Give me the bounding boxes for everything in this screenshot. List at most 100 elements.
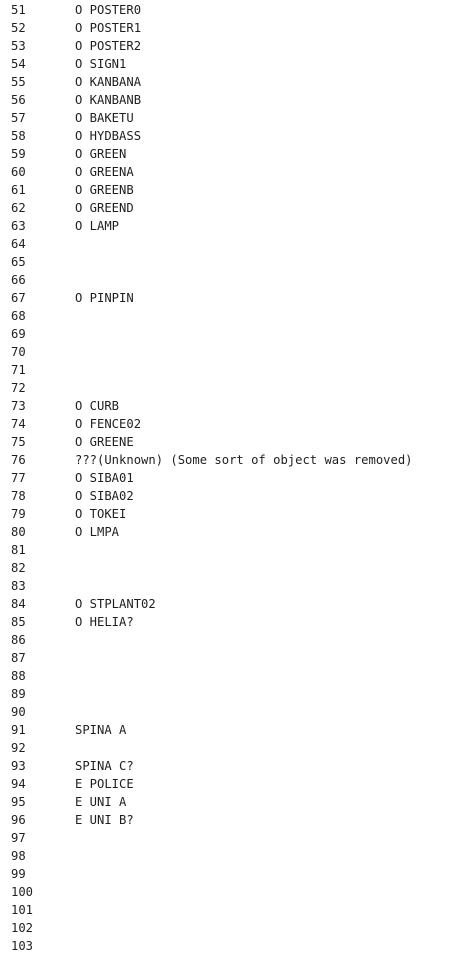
line-number: 81	[11, 543, 26, 557]
line-entry: E UNI A	[75, 795, 127, 809]
line-number: 91	[11, 723, 26, 737]
line-entry: E POLICE	[75, 777, 134, 791]
line-number: 54	[11, 57, 26, 71]
line-entry: O LMPA	[75, 525, 120, 539]
list-row: 64	[0, 235, 452, 253]
line-entry: O LAMP	[75, 219, 120, 233]
line-number: 89	[11, 687, 26, 701]
list-row: 54 O SIGN1	[0, 55, 452, 73]
line-number: 84	[11, 597, 26, 611]
line-number: 86	[11, 633, 26, 647]
line-number: 71	[11, 363, 26, 377]
list-row: 99	[0, 865, 452, 883]
line-number: 53	[11, 39, 26, 53]
list-row: 53 O POSTER2	[0, 37, 452, 55]
line-entry: O STPLANT02	[75, 597, 156, 611]
line-entry: O SIGN1	[75, 57, 127, 71]
list-row: 98	[0, 847, 452, 865]
list-row: 69	[0, 325, 452, 343]
line-number: 77	[11, 471, 26, 485]
list-row: 57 O BAKETU	[0, 109, 452, 127]
line-entry: O KANBANB	[75, 93, 142, 107]
list-row: 82	[0, 559, 452, 577]
line-entry: O GREEN	[75, 147, 127, 161]
list-row: 90	[0, 703, 452, 721]
line-number: 98	[11, 849, 26, 863]
line-number: 65	[11, 255, 26, 269]
line-number: 70	[11, 345, 26, 359]
line-number: 101	[11, 903, 34, 917]
line-number: 51	[11, 3, 26, 17]
line-entry: O POSTER0	[75, 3, 142, 17]
line-number: 61	[11, 183, 26, 197]
line-number: 57	[11, 111, 26, 125]
line-number: 88	[11, 669, 26, 683]
line-number: 95	[11, 795, 26, 809]
line-entry: O SIBA01	[75, 471, 134, 485]
list-row: 66	[0, 271, 452, 289]
list-row: 88	[0, 667, 452, 685]
list-row: 84 O STPLANT02	[0, 595, 452, 613]
line-number: 90	[11, 705, 26, 719]
line-number: 92	[11, 741, 26, 755]
line-number: 58	[11, 129, 26, 143]
line-number: 87	[11, 651, 26, 665]
list-row: 86	[0, 631, 452, 649]
list-row: 73 O CURB	[0, 397, 452, 415]
list-row: 76???(Unknown) (Some sort of object was …	[0, 451, 452, 469]
line-number: 96	[11, 813, 26, 827]
list-row: 71	[0, 361, 452, 379]
list-row: 59 O GREEN	[0, 145, 452, 163]
line-number: 83	[11, 579, 26, 593]
list-row: 91 SPINA A	[0, 721, 452, 739]
line-number: 55	[11, 75, 26, 89]
list-row: 80 O LMPA	[0, 523, 452, 541]
list-row: 101	[0, 901, 452, 919]
list-row: 102	[0, 919, 452, 937]
line-number: 85	[11, 615, 26, 629]
line-entry: O CURB	[75, 399, 120, 413]
line-number: 103	[11, 939, 34, 953]
list-row: 81	[0, 541, 452, 559]
line-number: 80	[11, 525, 26, 539]
list-row: 72	[0, 379, 452, 397]
list-row: 100	[0, 883, 452, 901]
line-number: 59	[11, 147, 26, 161]
line-number: 73	[11, 399, 26, 413]
line-entry: O POSTER2	[75, 39, 142, 53]
line-entry: O HYDBASS	[75, 129, 142, 143]
list-row: 94 E POLICE	[0, 775, 452, 793]
line-number: 56	[11, 93, 26, 107]
list-row: 77 O SIBA01	[0, 469, 452, 487]
line-number: 94	[11, 777, 26, 791]
list-row: 58 O HYDBASS	[0, 127, 452, 145]
line-number: 99	[11, 867, 26, 881]
list-row: 103	[0, 937, 452, 955]
line-number: 93	[11, 759, 26, 773]
line-entry: O BAKETU	[75, 111, 134, 125]
line-number: 82	[11, 561, 26, 575]
line-entry: O PINPIN	[75, 291, 134, 305]
line-entry: SPINA A	[75, 723, 127, 737]
line-number: 97	[11, 831, 26, 845]
list-row: 56 O KANBANB	[0, 91, 452, 109]
list-row: 51 O POSTER0	[0, 1, 452, 19]
line-entry: O GREEND	[75, 201, 134, 215]
line-number: 69	[11, 327, 26, 341]
list-row: 97	[0, 829, 452, 847]
line-entry: E UNI B?	[75, 813, 134, 827]
list-row: 65	[0, 253, 452, 271]
line-number: 68	[11, 309, 26, 323]
